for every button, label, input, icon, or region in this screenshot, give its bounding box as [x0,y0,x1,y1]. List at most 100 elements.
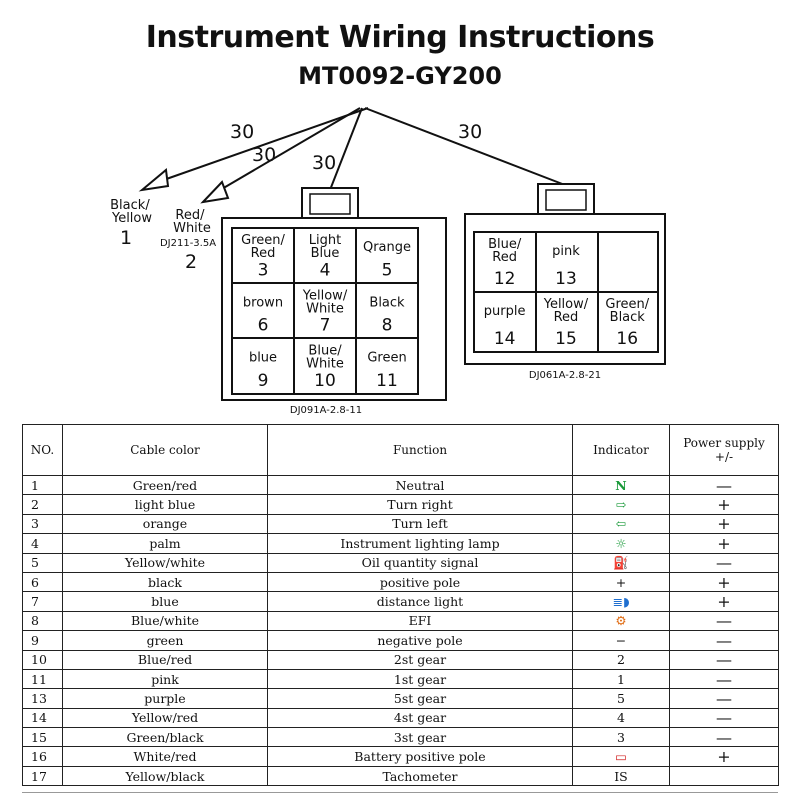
power-supply-cell: + [669,494,779,515]
cable-color-cell: orange [62,513,268,535]
connector-left-pin-color-line: Green/ [241,233,285,248]
connector-right: Blue/Red12pink13purple14Yellow/Red15Gree… [464,183,666,381]
cable-color-cell: Yellow/white [62,552,268,573]
power-supply-cell: — [669,727,779,748]
function-cell: 5st gear [267,688,573,709]
row-number: 2 [22,494,63,515]
connector-right-pin-number: 15 [555,329,577,349]
connector-right-pin-color: pink [552,244,580,259]
connector-left-pin-color: blue [249,351,277,366]
indicator-symbol: 5 [617,690,625,706]
connector-left-pin-color-line: Green [367,351,406,366]
pin-2-color-line: Red/ [175,208,205,223]
connector-right-pin-color-line: pink [552,244,580,259]
pin-2-part-number: DJ211-3.5A [160,238,216,249]
indicator-symbol: IS [614,768,628,784]
indicator-cell: ☼ [572,533,670,554]
row-number: 17 [22,765,63,787]
row-number: 4 [22,533,63,554]
row-number: 8 [22,610,63,632]
connector-right-pin-color: Blue/Red [488,237,522,265]
header-power-supply: Power supply +/- [669,424,779,476]
function-cell: Oil quantity signal [267,552,573,573]
bottom-divider [22,792,778,793]
connector-right-pin-color-line: Yellow/ [543,297,589,312]
lighting-lamp-icon: ☼ [615,535,627,551]
connector-left-pin-color-line: Yellow/ [302,288,348,303]
pin-2-terminal-arrow [200,180,230,204]
cable-color-cell: light blue [62,494,268,515]
pin-1-terminal-arrow [138,168,170,192]
row-number: 10 [22,649,63,670]
cable-color-cell: Blue/white [62,610,268,632]
power-supply-cell: — [669,707,779,729]
connector-left-pin-number: 7 [320,316,331,336]
row-number: 1 [22,474,63,496]
neutral-icon: N [615,477,627,493]
power-supply-cell: + [669,746,779,767]
connector-left-pin-number: 8 [382,316,393,336]
indicator-cell: ⇦ [572,513,670,535]
header-cable-color: Cable color [62,424,268,476]
connector-left-pin-number: 11 [376,371,398,391]
indicator-cell: N [572,474,670,496]
function-cell: Instrument lighting lamp [267,533,573,554]
cable-color-cell: Blue/red [62,649,268,670]
row-number: 7 [22,591,63,612]
function-cell: 4st gear [267,707,573,729]
power-supply-cell: + [669,513,779,535]
engine-check-icon: ⚙ [615,613,627,629]
function-cell: 1st gear [267,668,573,690]
connector-left-part-number: DJ091A-2.8-11 [290,405,362,416]
connector-right-pin-color: purple [484,304,526,319]
connector-left-pin-color-line: Blue/ [308,344,342,359]
header-indicator: Indicator [572,424,670,476]
row-number: 11 [22,668,63,690]
connector-right-pin-color: Green/Black [605,297,649,325]
connector-right-part-number: DJ061A-2.8-21 [529,370,601,381]
wiring-function-table: NO. Cable color Function Indicator Power… [22,424,779,787]
connector-left-pin-color-line: Light [309,233,341,248]
cable-color-cell: black [62,571,268,593]
connector-left-pin-number: 3 [258,260,269,280]
power-supply-cell: — [669,688,779,709]
connector-right-pin-color: Yellow/Red [543,297,589,325]
single-pin-1: Black/ Yellow 1 [110,198,152,249]
cable-color-cell: Green/red [62,474,268,496]
indicator-symbol: 3 [617,729,625,745]
wire-to-connector-left [329,107,363,191]
row-number: 16 [22,746,63,767]
row-number: 13 [22,688,63,709]
row-number: 14 [22,707,63,729]
wire-length-label: 30 [230,121,254,143]
function-cell: distance light [267,591,573,612]
table-header-row: NO. Cable color Function Indicator Power… [22,424,779,476]
cable-color-cell: green [62,630,268,651]
row-number: 9 [22,630,63,651]
connector-right-gridlines [474,232,658,352]
header-no: NO. [22,424,63,476]
cable-color-cell: Yellow/red [62,707,268,729]
wire-length-label: 30 [252,144,276,166]
cable-color-cell: Green/black [62,727,268,748]
connector-right-pin-color-line: purple [484,304,526,319]
row-number: 15 [22,727,63,748]
power-supply-cell: — [669,649,779,670]
row-number: 6 [22,571,63,593]
power-supply-cell: — [669,668,779,690]
indicator-cell: − [572,630,670,651]
function-cell: Turn right [267,494,573,515]
connector-left-pin-color: Yellow/White [302,288,348,316]
